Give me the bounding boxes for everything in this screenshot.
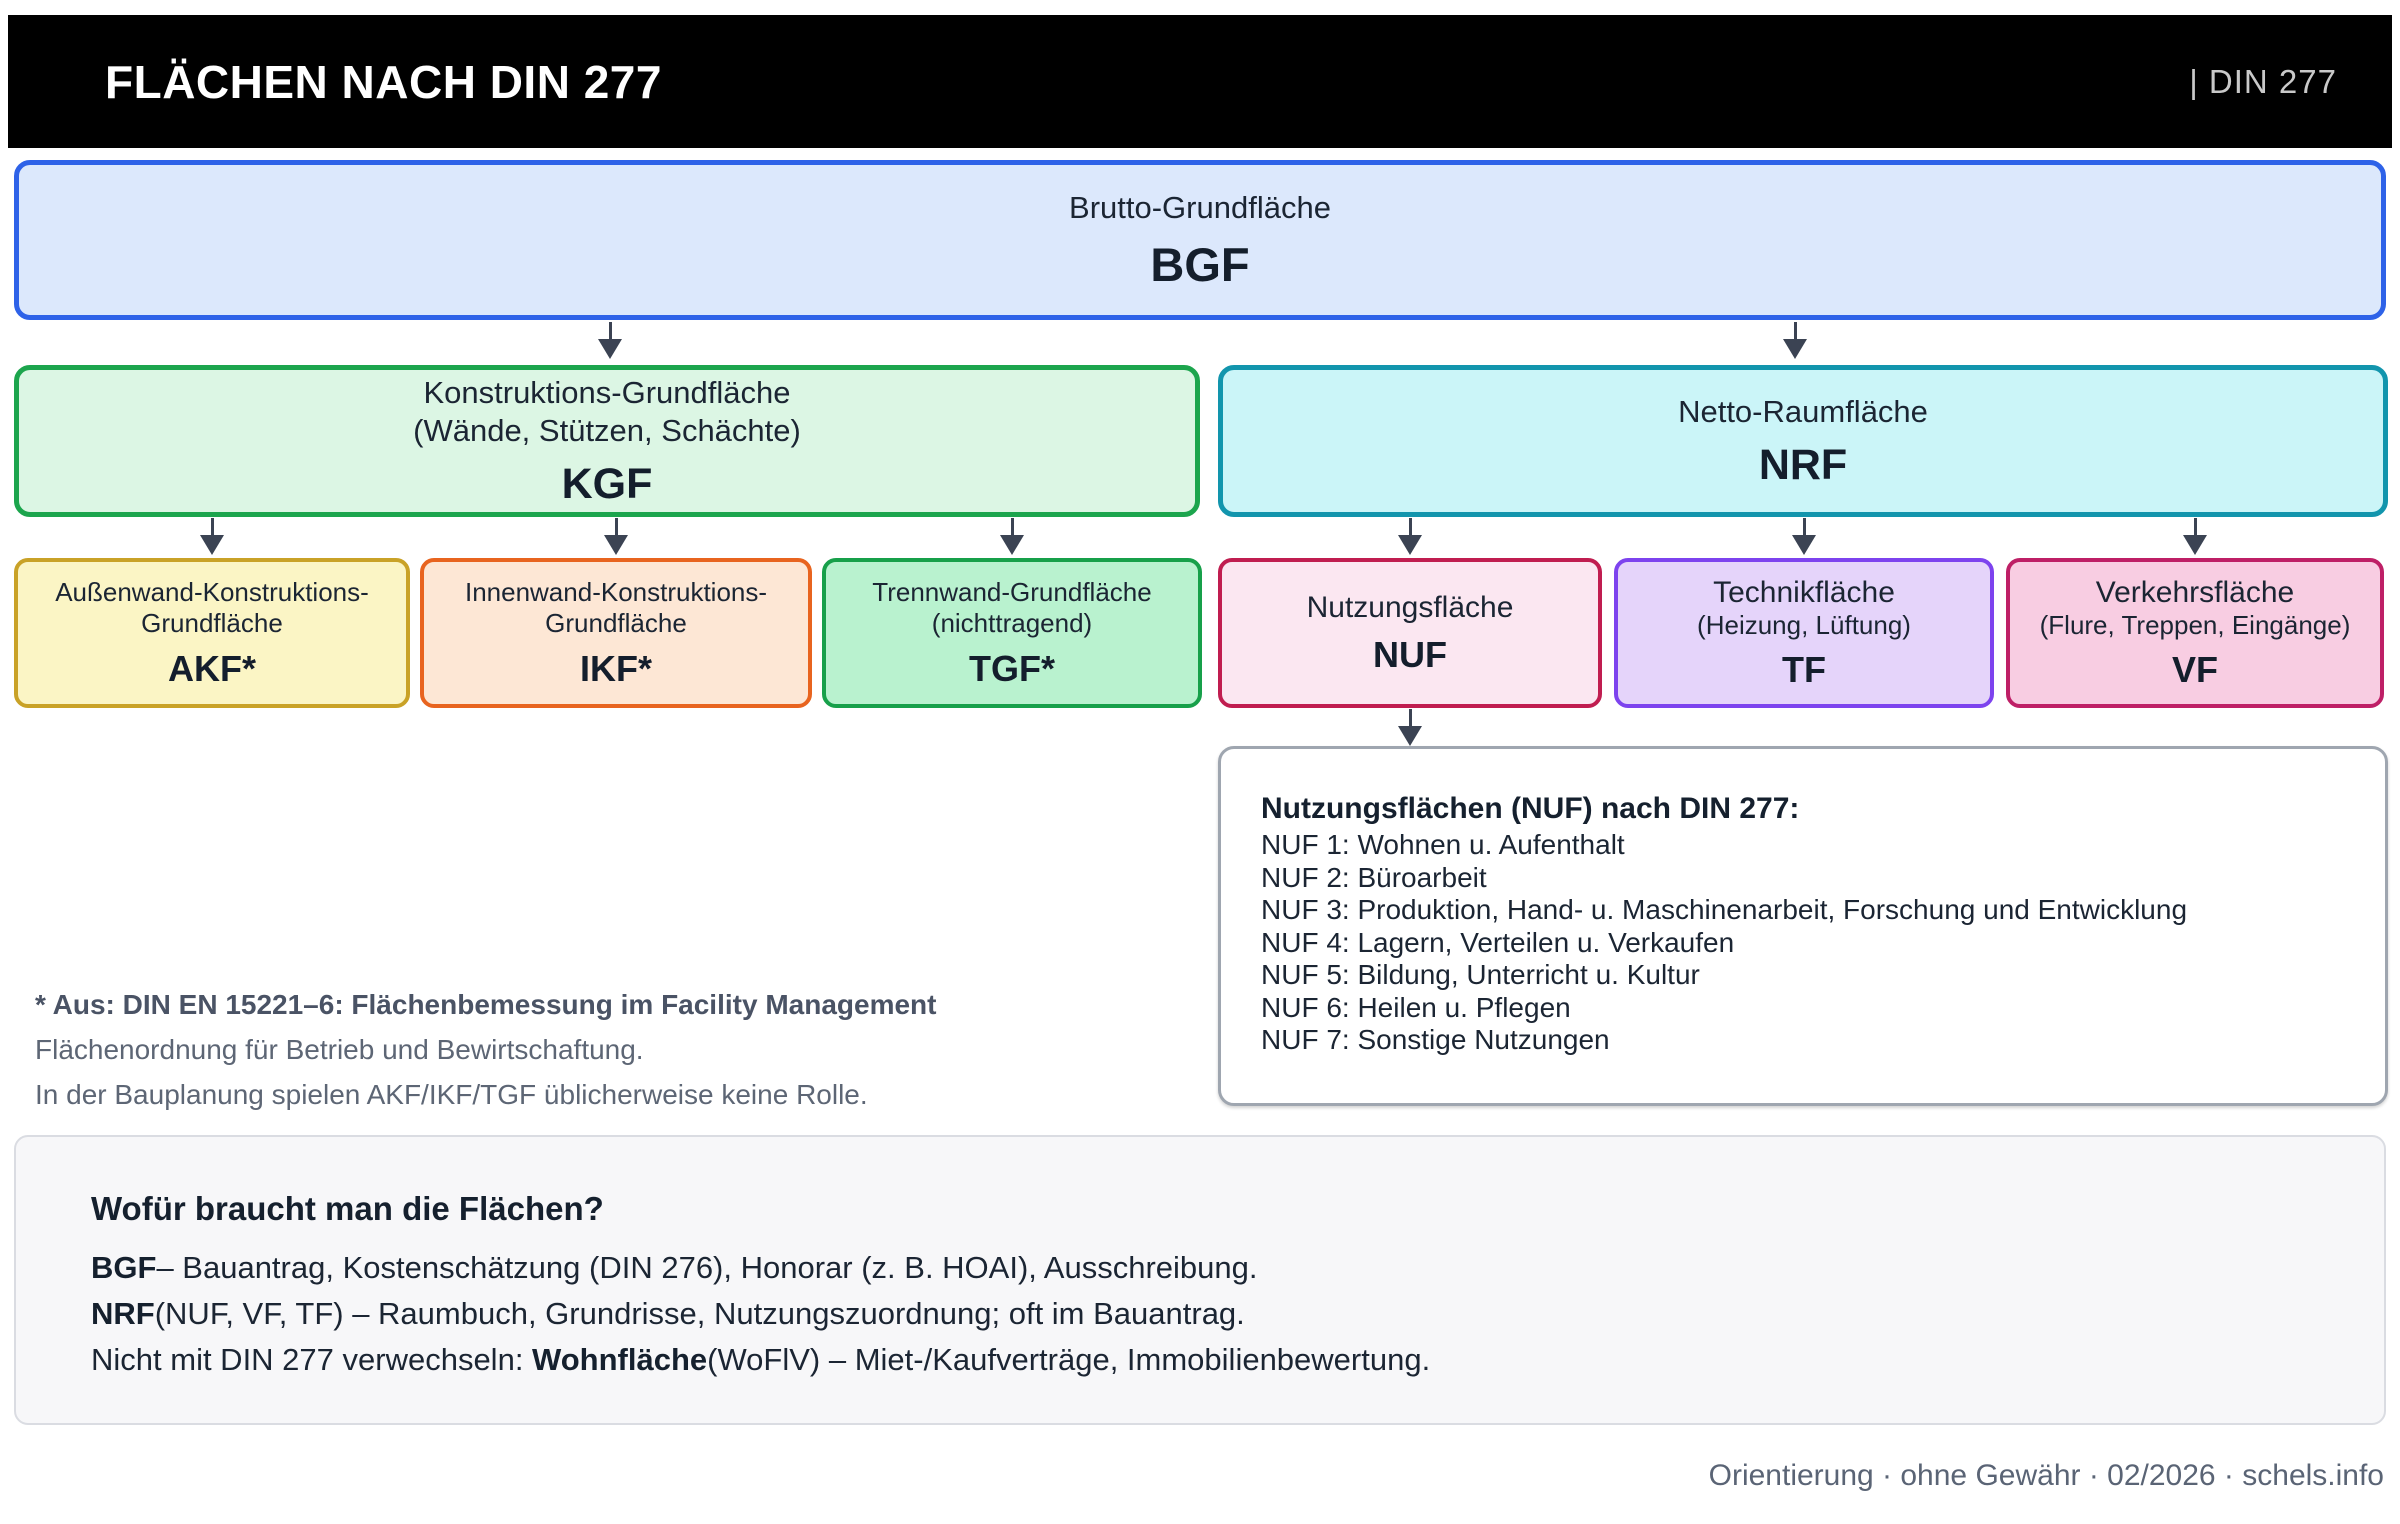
header-right-label: | DIN 277 — [2189, 62, 2337, 100]
node-tgf: Trennwand-Grundfläche (nichttragend) TGF… — [822, 558, 1202, 708]
node-ikf: Innenwand-Konstruktions- Grundfläche IKF… — [420, 558, 812, 708]
footnote: * Aus: DIN EN 15221–6: Flächenbemessung … — [35, 982, 1195, 1117]
footnote-rest: Flächenordnung für Betrieb und Bewirtsch… — [35, 1034, 868, 1110]
arrow-down-icon — [999, 518, 1025, 555]
nuf-item: NUF 6: Heilen u. Pflegen — [1261, 991, 1571, 1023]
node-label: Trennwand-Grundfläche (nichttragend) — [872, 576, 1152, 638]
footer-credit: Orientierung · ohne Gewähr · 02/2026 · s… — [1708, 1459, 2384, 1492]
node-nuf: Nutzungsfläche NUF — [1218, 558, 1602, 708]
node-nrf: Netto-Raumfläche NRF — [1218, 365, 2388, 517]
node-acronym: IKF* — [580, 647, 652, 689]
nuf-item: NUF 5: Bildung, Unterricht u. Kultur — [1261, 959, 1700, 990]
usage-box: Wofür braucht man die Flächen? BGF– Baua… — [14, 1135, 2386, 1425]
node-label: Verkehrsfläche — [2095, 575, 2295, 609]
usage-line: BGF– Bauantrag, Kostenschätzung (DIN 276… — [91, 1250, 1258, 1285]
node-vf: Verkehrsfläche (Flure, Treppen, Eingänge… — [2006, 558, 2384, 708]
node-acronym: BGF — [1150, 237, 1250, 291]
node-label: Innenwand-Konstruktions- Grundfläche — [464, 576, 768, 638]
node-acronym: NUF — [1373, 633, 1447, 675]
node-acronym: AKF* — [168, 647, 256, 689]
arrow-down-icon — [2182, 518, 2208, 555]
node-acronym: VF — [2171, 648, 2218, 690]
usage-title: Wofür braucht man die Flächen? — [91, 1190, 604, 1227]
node-label: Brutto-Grundfläche — [1069, 189, 1331, 225]
footnote-bold-line: * Aus: DIN EN 15221–6: Flächenbemessung … — [35, 989, 937, 1020]
node-sublabel: (Flure, Treppen, Eingänge) — [2039, 609, 2351, 640]
arrow-down-icon — [1782, 322, 1808, 359]
node-label: Technikfläche — [1713, 575, 1895, 609]
nuf-detail-title: Nutzungsflächen (NUF) nach DIN 277: — [1261, 792, 1800, 825]
nuf-item: NUF 7: Sonstige Nutzungen — [1261, 1024, 1610, 1055]
node-label: Außenwand-Konstruktions- Grundfläche — [55, 576, 369, 638]
node-label: Nutzungsfläche — [1306, 590, 1514, 624]
node-label: Netto-Raumfläche — [1678, 393, 1928, 429]
arrow-down-icon — [1791, 518, 1817, 555]
node-acronym: TGF* — [969, 647, 1055, 689]
nuf-item: NUF 4: Lagern, Verteilen u. Verkaufen — [1261, 926, 1735, 958]
nuf-item: NUF 2: Büroarbeit — [1261, 861, 1487, 893]
node-akf: Außenwand-Konstruktions- Grundfläche AKF… — [14, 558, 410, 708]
arrow-down-icon — [597, 322, 623, 359]
usage-line: Nicht mit DIN 277 verwechseln: Wohnfläch… — [91, 1342, 1431, 1377]
node-label: Konstruktions-Grundfläche (Wände, Stütze… — [413, 374, 801, 448]
node-acronym: TF — [1782, 648, 1826, 690]
page-title: FLÄCHEN NACH DIN 277 — [105, 55, 662, 108]
arrow-down-icon — [1397, 709, 1423, 746]
nuf-item: NUF 1: Wohnen u. Aufenthalt — [1261, 829, 1625, 860]
node-kgf: Konstruktions-Grundfläche (Wände, Stütze… — [14, 365, 1200, 517]
node-acronym: NRF — [1758, 440, 1848, 489]
header-bar: FLÄCHEN NACH DIN 277 | DIN 277 — [8, 15, 2392, 148]
node-acronym: KGF — [561, 459, 653, 508]
nuf-detail-box: Nutzungsflächen (NUF) nach DIN 277: NUF … — [1218, 746, 2388, 1106]
usage-lines: BGF– Bauantrag, Kostenschätzung (DIN 276… — [91, 1245, 2309, 1383]
node-sublabel: (Heizung, Lüftung) — [1697, 609, 1911, 640]
nuf-item: NUF 3: Produktion, Hand- u. Maschinenarb… — [1261, 894, 2188, 925]
node-bgf: Brutto-Grundfläche BGF — [14, 160, 2386, 320]
usage-line: NRF(NUF, VF, TF) – Raumbuch, Grundrisse,… — [91, 1296, 1245, 1331]
arrow-down-icon — [603, 518, 629, 555]
node-tf: Technikfläche (Heizung, Lüftung) TF — [1614, 558, 1994, 708]
arrow-down-icon — [1397, 518, 1423, 555]
arrow-down-icon — [199, 518, 225, 555]
